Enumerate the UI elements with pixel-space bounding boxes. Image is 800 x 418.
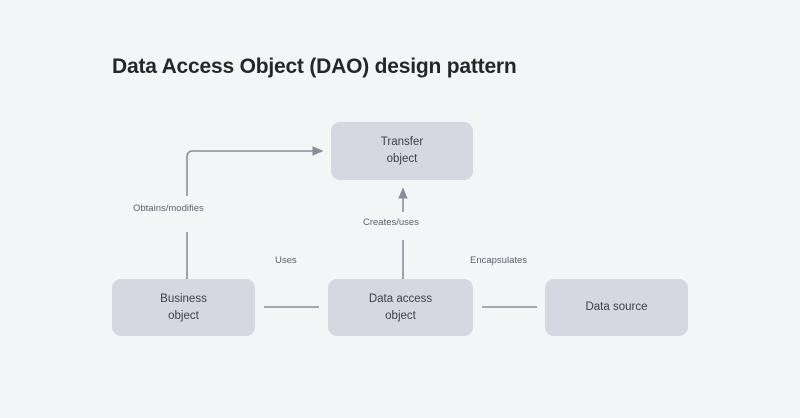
edge-label-encapsulates: Encapsulates bbox=[470, 255, 528, 266]
edge-label-obtains-modifies: Obtains/modifies bbox=[133, 203, 204, 214]
edge-obtains-modifies-upper bbox=[186, 146, 324, 196]
node-business-object[interactable]: Business object bbox=[112, 279, 255, 336]
node-data-source-label: Data source bbox=[585, 301, 648, 314]
node-transfer-object-label: Transfer object bbox=[380, 136, 424, 165]
page-title: Data Access Object (DAO) design pattern bbox=[112, 55, 517, 78]
edge-label-uses: Uses bbox=[275, 255, 297, 266]
node-business-object-label: Business object bbox=[160, 292, 207, 322]
node-data-access-object-label: Data access object bbox=[368, 292, 433, 322]
node-data-source[interactable]: Data source bbox=[545, 279, 688, 336]
node-data-access-object[interactable]: Data access object bbox=[328, 279, 473, 336]
node-transfer-object[interactable]: Transfer object bbox=[331, 122, 473, 180]
edge-label-creates-uses: Creates/uses bbox=[363, 217, 419, 228]
